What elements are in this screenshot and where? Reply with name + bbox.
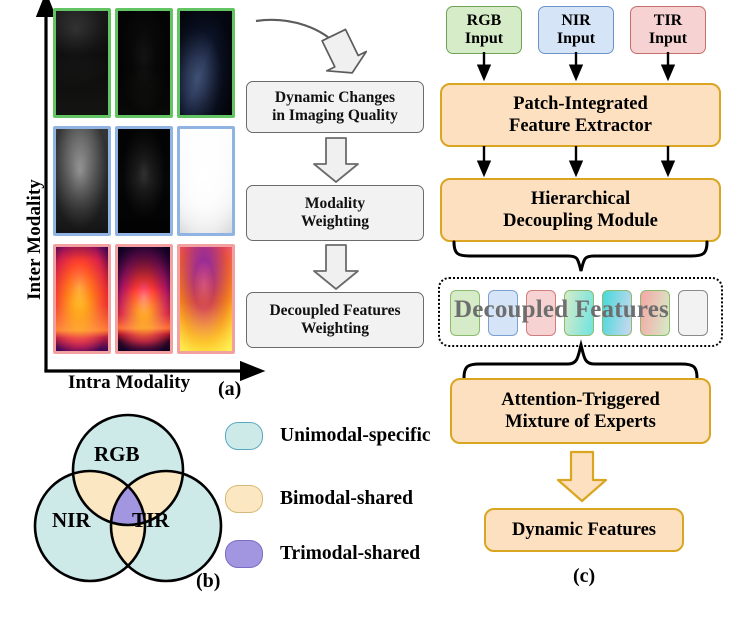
- legend-swatch-bimodal-icon: [225, 485, 263, 513]
- feature-box-trimodal-shared: [678, 290, 708, 336]
- panel-b: RGB NIR TIR Unimodal-specific Bimodal-sh…: [0, 400, 440, 623]
- process-box-3-text: Decoupled Features Weighting: [269, 301, 401, 337]
- process-box-2-text: Modality Weighting: [300, 194, 370, 230]
- feature-box-tir-specific: [526, 290, 556, 336]
- down-arrow-icon-gold: [556, 450, 608, 503]
- legend-label-trimodal: Trimodal-shared: [280, 543, 421, 564]
- output-box-dynamic-features: Dynamic Features: [484, 508, 684, 552]
- x-axis-label: Intra Modality: [68, 372, 191, 393]
- grid-cell-rgb-3: [177, 8, 235, 118]
- panel-c-caption: (c): [573, 565, 596, 587]
- legend-label-bimodal: Bimodal-shared: [280, 488, 413, 509]
- grid-cell-nir-3: [177, 126, 235, 236]
- module-1-text: Patch-Integrated Feature Extractor: [509, 93, 652, 136]
- grid-cell-tir-3: [177, 244, 235, 354]
- grid-cell-tir-2: [115, 244, 173, 354]
- panel-b-caption: (b): [196, 570, 221, 592]
- panel-a-caption: (a): [218, 378, 242, 400]
- arrows-extractor-to-decoupling: [476, 146, 676, 178]
- feature-box-nir-specific: [488, 290, 518, 336]
- module-3-text: Attention-Triggered Mixture of Experts: [501, 389, 660, 432]
- grid-cell-nir-2: [115, 126, 173, 236]
- module-hierarchical-decoupling: Hierarchical Decoupling Module: [440, 178, 721, 242]
- input-box-nir-text: NIR Input: [556, 12, 596, 47]
- input-box-nir: NIR Input: [538, 6, 614, 54]
- grid-cell-rgb-1: [53, 8, 111, 118]
- module-patch-integrated-feature-extractor: Patch-Integrated Feature Extractor: [440, 83, 721, 147]
- input-box-rgb: RGB Input: [446, 6, 522, 54]
- axes: [35, 0, 266, 382]
- input-box-rgb-text: RGB Input: [464, 12, 504, 47]
- panel-a: Inter Modality: [0, 0, 440, 400]
- venn-label-rgb: RGB: [94, 442, 140, 466]
- feature-box-rgb-tir-shared: [640, 290, 670, 336]
- decoupled-features-group: Decoupled Features: [438, 277, 723, 347]
- grid-cell-tir-1: [53, 244, 111, 354]
- legend-item-trimodal: Trimodal-shared: [225, 540, 420, 568]
- venn-label-tir: TIR: [132, 508, 170, 532]
- process-box-dynamic-changes: Dynamic Changes in Imaging Quality: [246, 81, 424, 133]
- process-box-decoupled-features-weighting: Decoupled Features Weighting: [246, 292, 424, 348]
- curved-arrow-icon: [255, 18, 368, 74]
- brace-down-2: [462, 339, 699, 380]
- input-box-tir-text: TIR Input: [648, 12, 688, 47]
- output-box-text: Dynamic Features: [511, 519, 657, 540]
- legend-swatch-unimodal-icon: [225, 422, 263, 450]
- process-box-modality-weighting: Modality Weighting: [246, 185, 424, 241]
- legend-item-unimodal: Unimodal-specific: [225, 422, 431, 450]
- down-arrow-icon-1: [313, 137, 359, 183]
- brace-down-1: [452, 240, 709, 272]
- decoupled-features-label: Decoupled Features: [454, 296, 669, 323]
- venn-label-nir: NIR: [52, 508, 91, 532]
- grid-cell-rgb-2: [115, 8, 173, 118]
- legend-item-bimodal: Bimodal-shared: [225, 485, 413, 513]
- down-arrow-icon-2: [313, 244, 359, 290]
- feature-box-rgb-specific: [450, 290, 480, 336]
- module-2-text: Hierarchical Decoupling Module: [503, 188, 658, 231]
- grid-cell-nir-1: [53, 126, 111, 236]
- venn-diagram: [33, 413, 223, 583]
- legend-label-unimodal: Unimodal-specific: [280, 425, 431, 446]
- process-box-1-text: Dynamic Changes in Imaging Quality: [272, 88, 398, 124]
- legend-swatch-trimodal-icon: [225, 540, 263, 568]
- panel-c: RGB Input NIR Input TIR Input: [432, 0, 731, 623]
- arrows-inputs-to-extractor: [476, 52, 676, 82]
- module-attention-triggered-moe: Attention-Triggered Mixture of Experts: [450, 378, 711, 444]
- feature-box-nir-tir-shared: [602, 290, 632, 336]
- input-box-tir: TIR Input: [630, 6, 706, 54]
- feature-box-rgb-nir-shared: [564, 290, 594, 336]
